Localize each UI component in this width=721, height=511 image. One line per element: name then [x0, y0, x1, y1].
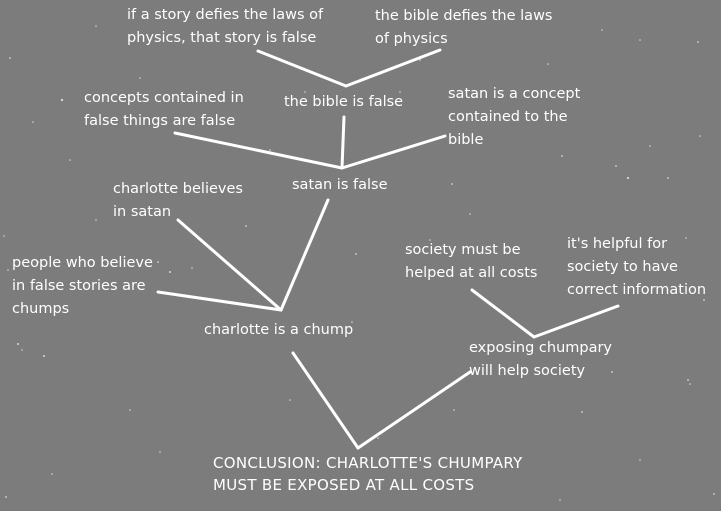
edge-satan-concept-to-satan-false [340, 134, 447, 170]
edge-bible-defies-to-bible-false [344, 48, 442, 88]
premise-charlotte-believes: charlotte believes in satan [113, 181, 243, 220]
edge-concepts-to-satan-false [173, 131, 344, 170]
premise-story-defies-physics: if a story defies the laws of physics, t… [127, 7, 324, 46]
claim-exposing-helps: exposing chumpary will help society [469, 340, 613, 379]
edge-chump-to-conclusion [291, 351, 360, 450]
premise-concepts-false: concepts contained in false things are f… [84, 90, 244, 129]
edge-society-to-exposing [470, 288, 536, 339]
conclusion: CONCLUSION: CHARLOTTE'S CHUMPARY MUST BE… [213, 454, 523, 494]
edge-charlotte-believes-to-chump [176, 218, 283, 312]
edge-satan-false-to-chump [279, 198, 330, 312]
claim-charlotte-chump: charlotte is a chump [204, 322, 354, 338]
premise-helpful-information: it's helpful for society to have correct… [567, 236, 707, 298]
premise-society-helped: society must be helped at all costs [405, 242, 538, 281]
claim-bible-false: the bible is false [284, 94, 404, 110]
edge-helpful-to-exposing [532, 304, 620, 339]
premise-satan-concept: satan is a concept contained to the bibl… [448, 86, 581, 148]
edge-story-to-bible-false [256, 49, 348, 88]
premise-bible-defies-physics: the bible defies the laws of physics [375, 8, 553, 47]
edge-believers-to-chump [156, 290, 283, 312]
edge-exposing-to-conclusion [356, 370, 472, 450]
claim-satan-false: satan is false [292, 177, 388, 193]
premise-believers-chumps: people who believe in false stories are … [12, 255, 153, 317]
edge-bible-false-to-satan-false [340, 115, 346, 170]
